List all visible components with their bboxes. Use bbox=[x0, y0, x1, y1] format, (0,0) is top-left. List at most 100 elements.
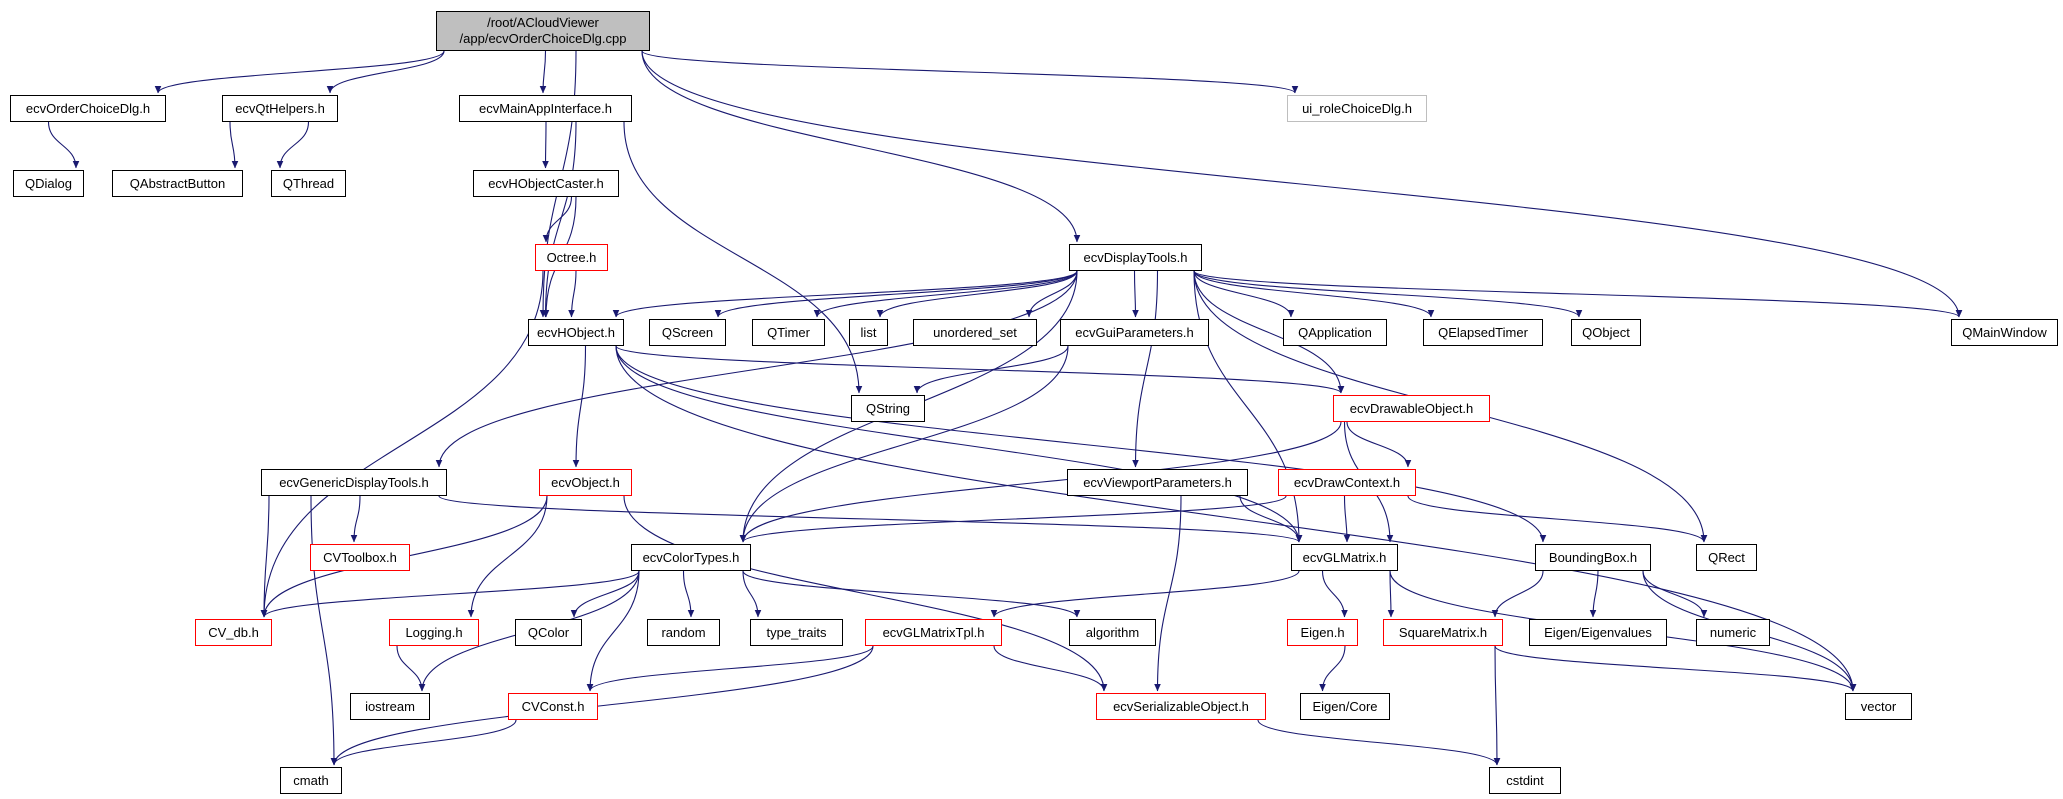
include-edge bbox=[542, 196, 573, 243]
include-edge bbox=[586, 570, 640, 692]
graph-node-ecvColorTypes-h[interactable]: ecvColorTypes.h bbox=[631, 544, 751, 571]
include-edge bbox=[1132, 270, 1159, 468]
node-label: SquareMatrix.h bbox=[1398, 624, 1488, 640]
graph-node-Eigen-h[interactable]: Eigen.h bbox=[1287, 619, 1358, 646]
node-label: unordered_set bbox=[933, 324, 1017, 340]
graph-node-ecvObject-h[interactable]: ecvObject.h bbox=[539, 469, 632, 496]
graph-node-Eigen-Eigenvalues[interactable]: Eigen/Eigenvalues bbox=[1529, 619, 1667, 646]
node-label: random bbox=[661, 624, 706, 640]
graph-node-Logging-h[interactable]: Logging.h bbox=[389, 619, 479, 646]
include-edge bbox=[435, 270, 1078, 468]
graph-node-QString[interactable]: QString bbox=[851, 395, 925, 422]
include-edge bbox=[326, 50, 445, 94]
graph-node-QMainWindow[interactable]: QMainWindow bbox=[1951, 319, 2058, 346]
include-edge bbox=[1154, 495, 1182, 692]
graph-node-type-traits[interactable]: type_traits bbox=[750, 619, 843, 646]
graph-node-ecvOrderChoiceDlg-h[interactable]: ecvOrderChoiceDlg.h bbox=[10, 95, 166, 122]
graph-node-ecvDrawableObject-h[interactable]: ecvDrawableObject.h bbox=[1333, 395, 1490, 422]
graph-node-QApplication[interactable]: QApplication bbox=[1283, 319, 1387, 346]
node-label: CVToolbox.h bbox=[323, 549, 397, 565]
node-label: BoundingBox.h bbox=[1548, 549, 1638, 565]
include-edge bbox=[739, 421, 1342, 543]
graph-node-QAbstractButton[interactable]: QAbstractButton bbox=[112, 170, 243, 197]
node-label: Logging.h bbox=[405, 624, 463, 640]
graph-node-ecvDrawContext-h[interactable]: ecvDrawContext.h bbox=[1278, 469, 1416, 496]
include-edge bbox=[572, 345, 587, 468]
graph-node-ecvGLMatrix-h[interactable]: ecvGLMatrix.h bbox=[1291, 544, 1398, 571]
node-label: cstdint bbox=[1506, 772, 1544, 788]
node-label: ecvQtHelpers.h bbox=[235, 100, 325, 116]
node-label: QAbstractButton bbox=[129, 175, 226, 191]
include-edge bbox=[641, 50, 1081, 243]
graph-node-ecvViewportParameters-h[interactable]: ecvViewportParameters.h bbox=[1067, 469, 1248, 496]
include-edge bbox=[1193, 270, 1583, 318]
graph-node-cmath[interactable]: cmath bbox=[280, 767, 342, 794]
graph-node-ecvDisplayTools-h[interactable]: ecvDisplayTools.h bbox=[1069, 244, 1202, 271]
include-edge bbox=[542, 121, 549, 169]
graph-node-ecvGenericDisplayTools-h[interactable]: ecvGenericDisplayTools.h bbox=[261, 469, 447, 496]
node-label: ecvGuiParameters.h bbox=[1075, 324, 1194, 340]
graph-node-SquareMatrix-h[interactable]: SquareMatrix.h bbox=[1383, 619, 1503, 646]
graph-node-root[interactable]: /root/ACloudViewer/app/ecvOrderChoiceDlg… bbox=[436, 11, 650, 51]
graph-node-BoundingBox-h[interactable]: BoundingBox.h bbox=[1535, 544, 1651, 571]
graph-node-random[interactable]: random bbox=[647, 619, 720, 646]
graph-node-Octree-h[interactable]: Octree.h bbox=[535, 244, 608, 271]
include-edge bbox=[396, 645, 426, 692]
include-edge bbox=[1132, 270, 1139, 318]
graph-node-unordered-set[interactable]: unordered_set bbox=[913, 319, 1037, 346]
node-label: /app/ecvOrderChoiceDlg.cpp bbox=[459, 31, 627, 46]
include-edge bbox=[742, 570, 1081, 618]
graph-node-QElapsedTimer[interactable]: QElapsedTimer bbox=[1423, 319, 1543, 346]
graph-node-QColor[interactable]: QColor bbox=[515, 619, 582, 646]
graph-node-CVConst-h[interactable]: CVConst.h bbox=[508, 693, 598, 720]
graph-node-iostream[interactable]: iostream bbox=[350, 693, 430, 720]
include-edge bbox=[682, 570, 695, 618]
node-label: QObject bbox=[1582, 324, 1630, 340]
include-edge bbox=[615, 345, 1547, 543]
include-edge bbox=[993, 645, 1108, 692]
include-edge bbox=[1407, 495, 1708, 543]
graph-node-QThread[interactable]: QThread bbox=[271, 170, 346, 197]
include-edge bbox=[47, 121, 80, 169]
include-edge bbox=[467, 495, 548, 618]
graph-node-QScreen[interactable]: QScreen bbox=[649, 319, 726, 346]
node-label: QThread bbox=[282, 175, 335, 191]
node-label: QApplication bbox=[1298, 324, 1372, 340]
node-label: ui_roleChoiceDlg.h bbox=[1302, 100, 1412, 116]
graph-node-Eigen-Core[interactable]: Eigen/Core bbox=[1300, 693, 1390, 720]
node-label: Eigen/Eigenvalues bbox=[1544, 624, 1652, 640]
include-edge bbox=[310, 495, 338, 766]
graph-node-CVToolbox-h[interactable]: CVToolbox.h bbox=[310, 544, 410, 571]
node-label: CV_db.h bbox=[208, 624, 259, 640]
graph-node-CV-db-h[interactable]: CV_db.h bbox=[195, 619, 272, 646]
graph-node-ecvSerializableObject-h[interactable]: ecvSerializableObject.h bbox=[1096, 693, 1266, 720]
graph-node-cstdint[interactable]: cstdint bbox=[1489, 767, 1561, 794]
graph-node-QTimer[interactable]: QTimer bbox=[752, 319, 825, 346]
node-label: ecvHObjectCaster.h bbox=[488, 175, 604, 191]
node-label: Eigen/Core bbox=[1312, 698, 1378, 714]
include-edge bbox=[1346, 421, 1412, 468]
include-edge bbox=[990, 570, 1300, 618]
graph-node-ecvGuiParameters-h[interactable]: ecvGuiParameters.h bbox=[1060, 319, 1209, 346]
node-label: Octree.h bbox=[546, 249, 597, 265]
graph-node-algorithm[interactable]: algorithm bbox=[1069, 619, 1156, 646]
graph-node-numeric[interactable]: numeric bbox=[1696, 619, 1770, 646]
graph-node-ecvMainAppInterface-h[interactable]: ecvMainAppInterface.h bbox=[459, 95, 632, 122]
include-edge bbox=[539, 50, 547, 94]
graph-node-QObject[interactable]: QObject bbox=[1571, 319, 1641, 346]
graph-node-ecvHObject-h[interactable]: ecvHObject.h bbox=[528, 319, 624, 346]
graph-node-ecvQtHelpers-h[interactable]: ecvQtHelpers.h bbox=[222, 95, 338, 122]
graph-node-QRect[interactable]: QRect bbox=[1696, 544, 1757, 571]
graph-node-ecvGLMatrixTpl-h[interactable]: ecvGLMatrixTpl.h bbox=[865, 619, 1002, 646]
include-edge bbox=[1193, 270, 1435, 318]
node-label: QDialog bbox=[25, 175, 72, 191]
include-edge bbox=[330, 645, 874, 766]
node-label: cmath bbox=[293, 772, 329, 788]
graph-node-QDialog[interactable]: QDialog bbox=[13, 170, 84, 197]
include-edge bbox=[260, 495, 270, 618]
include-edge bbox=[742, 570, 762, 618]
graph-node-list[interactable]: list bbox=[849, 319, 888, 346]
graph-node-ui-roleChoiceDlg-h: ui_roleChoiceDlg.h bbox=[1287, 95, 1427, 122]
graph-node-ecvHObjectCaster-h[interactable]: ecvHObjectCaster.h bbox=[473, 170, 619, 197]
graph-node-vector[interactable]: vector bbox=[1845, 693, 1912, 720]
